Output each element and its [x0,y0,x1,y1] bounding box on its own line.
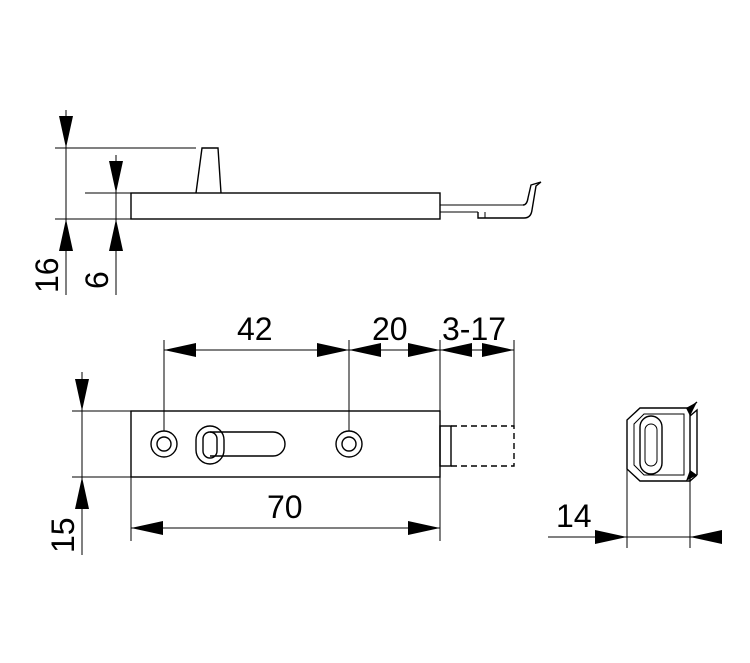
screw-hole-right [335,430,363,458]
keeper-slot [639,415,663,475]
front-view-knob [195,425,225,465]
side-view-hook [477,181,542,219]
bolt-travel-outline [451,425,515,467]
side-view: 16 6 [29,110,542,295]
front-view: 42 20 3-17 15 70 [45,311,515,555]
bolt-stub [439,425,452,467]
side-view-knob [195,147,222,194]
dimension-15-label: 15 [45,517,81,553]
dimension-20-label: 20 [372,311,408,347]
front-view-slot [210,431,286,457]
side-view-plate [130,192,441,220]
dimension-3-17-label: 3-17 [442,311,506,347]
dimension-6-label: 6 [79,271,115,289]
dimension-70-label: 70 [267,489,303,525]
dimension-14-label: 14 [556,498,592,534]
keeper-view: 14 [548,401,722,548]
screw-hole-left [150,430,178,458]
dimension-42-label: 42 [237,311,273,347]
dimension-16-label: 16 [29,257,65,293]
